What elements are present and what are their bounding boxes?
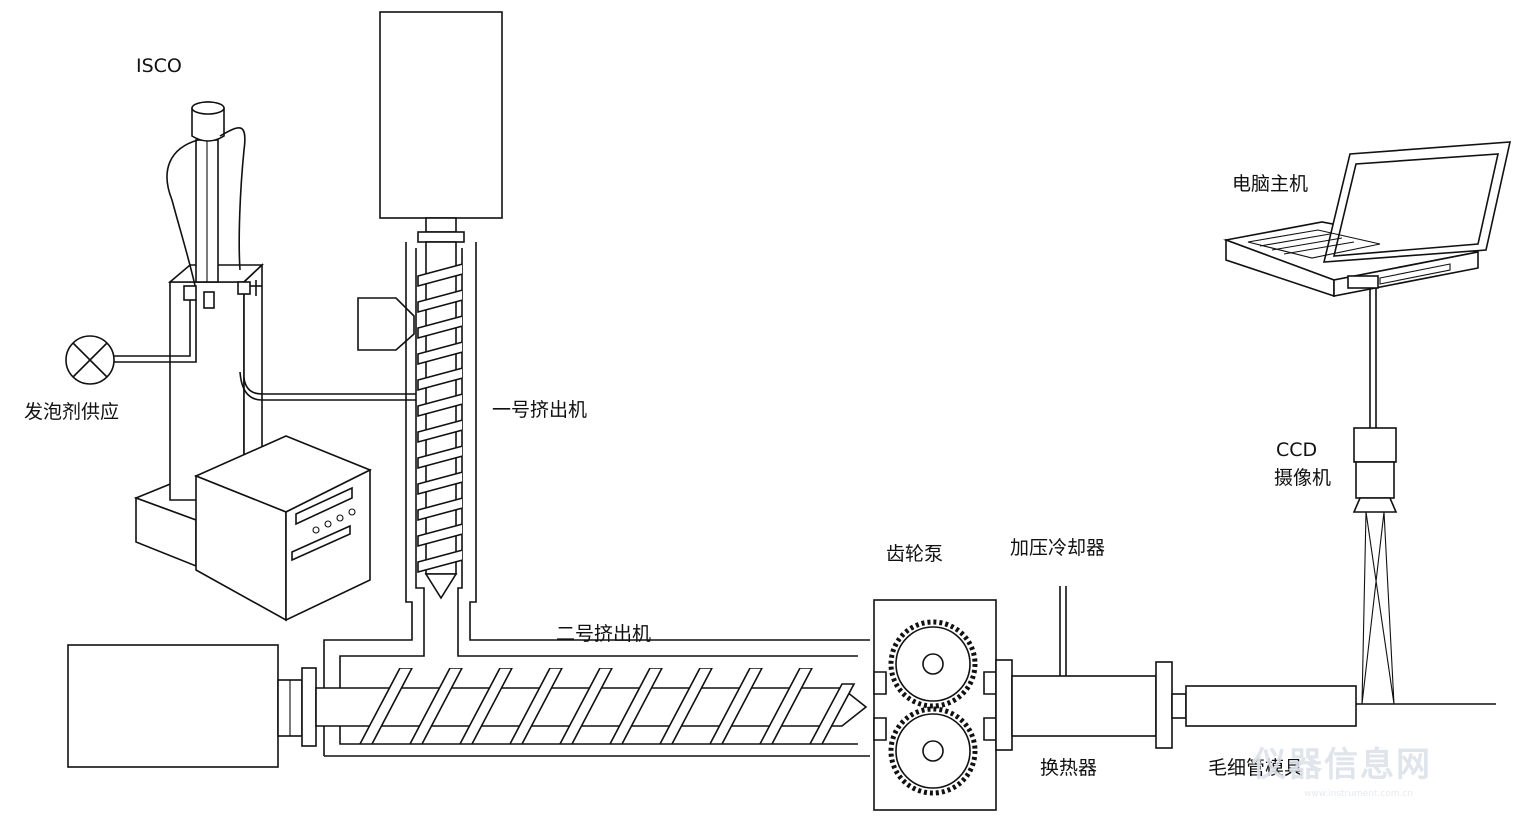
label-extruder-1: 一号挤出机	[492, 399, 587, 421]
label-gear-pump: 齿轮泵	[886, 543, 943, 565]
extruder-1	[323, 11, 870, 756]
label-camera: 摄像机	[1274, 467, 1331, 489]
label-capillary-die: 毛细管模具	[1208, 757, 1303, 779]
gear-icon	[888, 619, 978, 709]
extruder-2	[67, 644, 870, 768]
circle-x-valve-icon	[65, 335, 115, 385]
ccd-camera	[1352, 427, 1398, 705]
label-pressurized-cooler: 加压冷却器	[1010, 537, 1105, 559]
label-extruder-2: 二号挤出机	[556, 623, 651, 645]
isco-syringe-pump	[133, 101, 372, 622]
watermark: 仪器信息网 www.instrument.com.cn	[1251, 745, 1432, 799]
label-heat-exchanger: 换热器	[1040, 757, 1097, 779]
heat-exchanger	[995, 586, 1173, 751]
label-computer: 电脑主机	[1232, 173, 1308, 195]
gear-pump	[873, 599, 997, 811]
svg-text:仪器信息网: 仪器信息网	[1251, 745, 1432, 785]
label-blowing-agent-supply: 发泡剂供应	[24, 401, 119, 423]
label-ccd: CCD	[1276, 439, 1317, 461]
camera-cable	[1369, 288, 1377, 428]
supply-line	[114, 300, 197, 363]
isco-feed-line	[239, 371, 416, 401]
gear-icon	[888, 706, 978, 796]
label-isco: ISCO	[136, 55, 182, 77]
laptop-computer	[1223, 141, 1512, 298]
capillary-die	[1171, 685, 1496, 727]
svg-text:www.instrument.com.cn: www.instrument.com.cn	[1304, 789, 1413, 799]
